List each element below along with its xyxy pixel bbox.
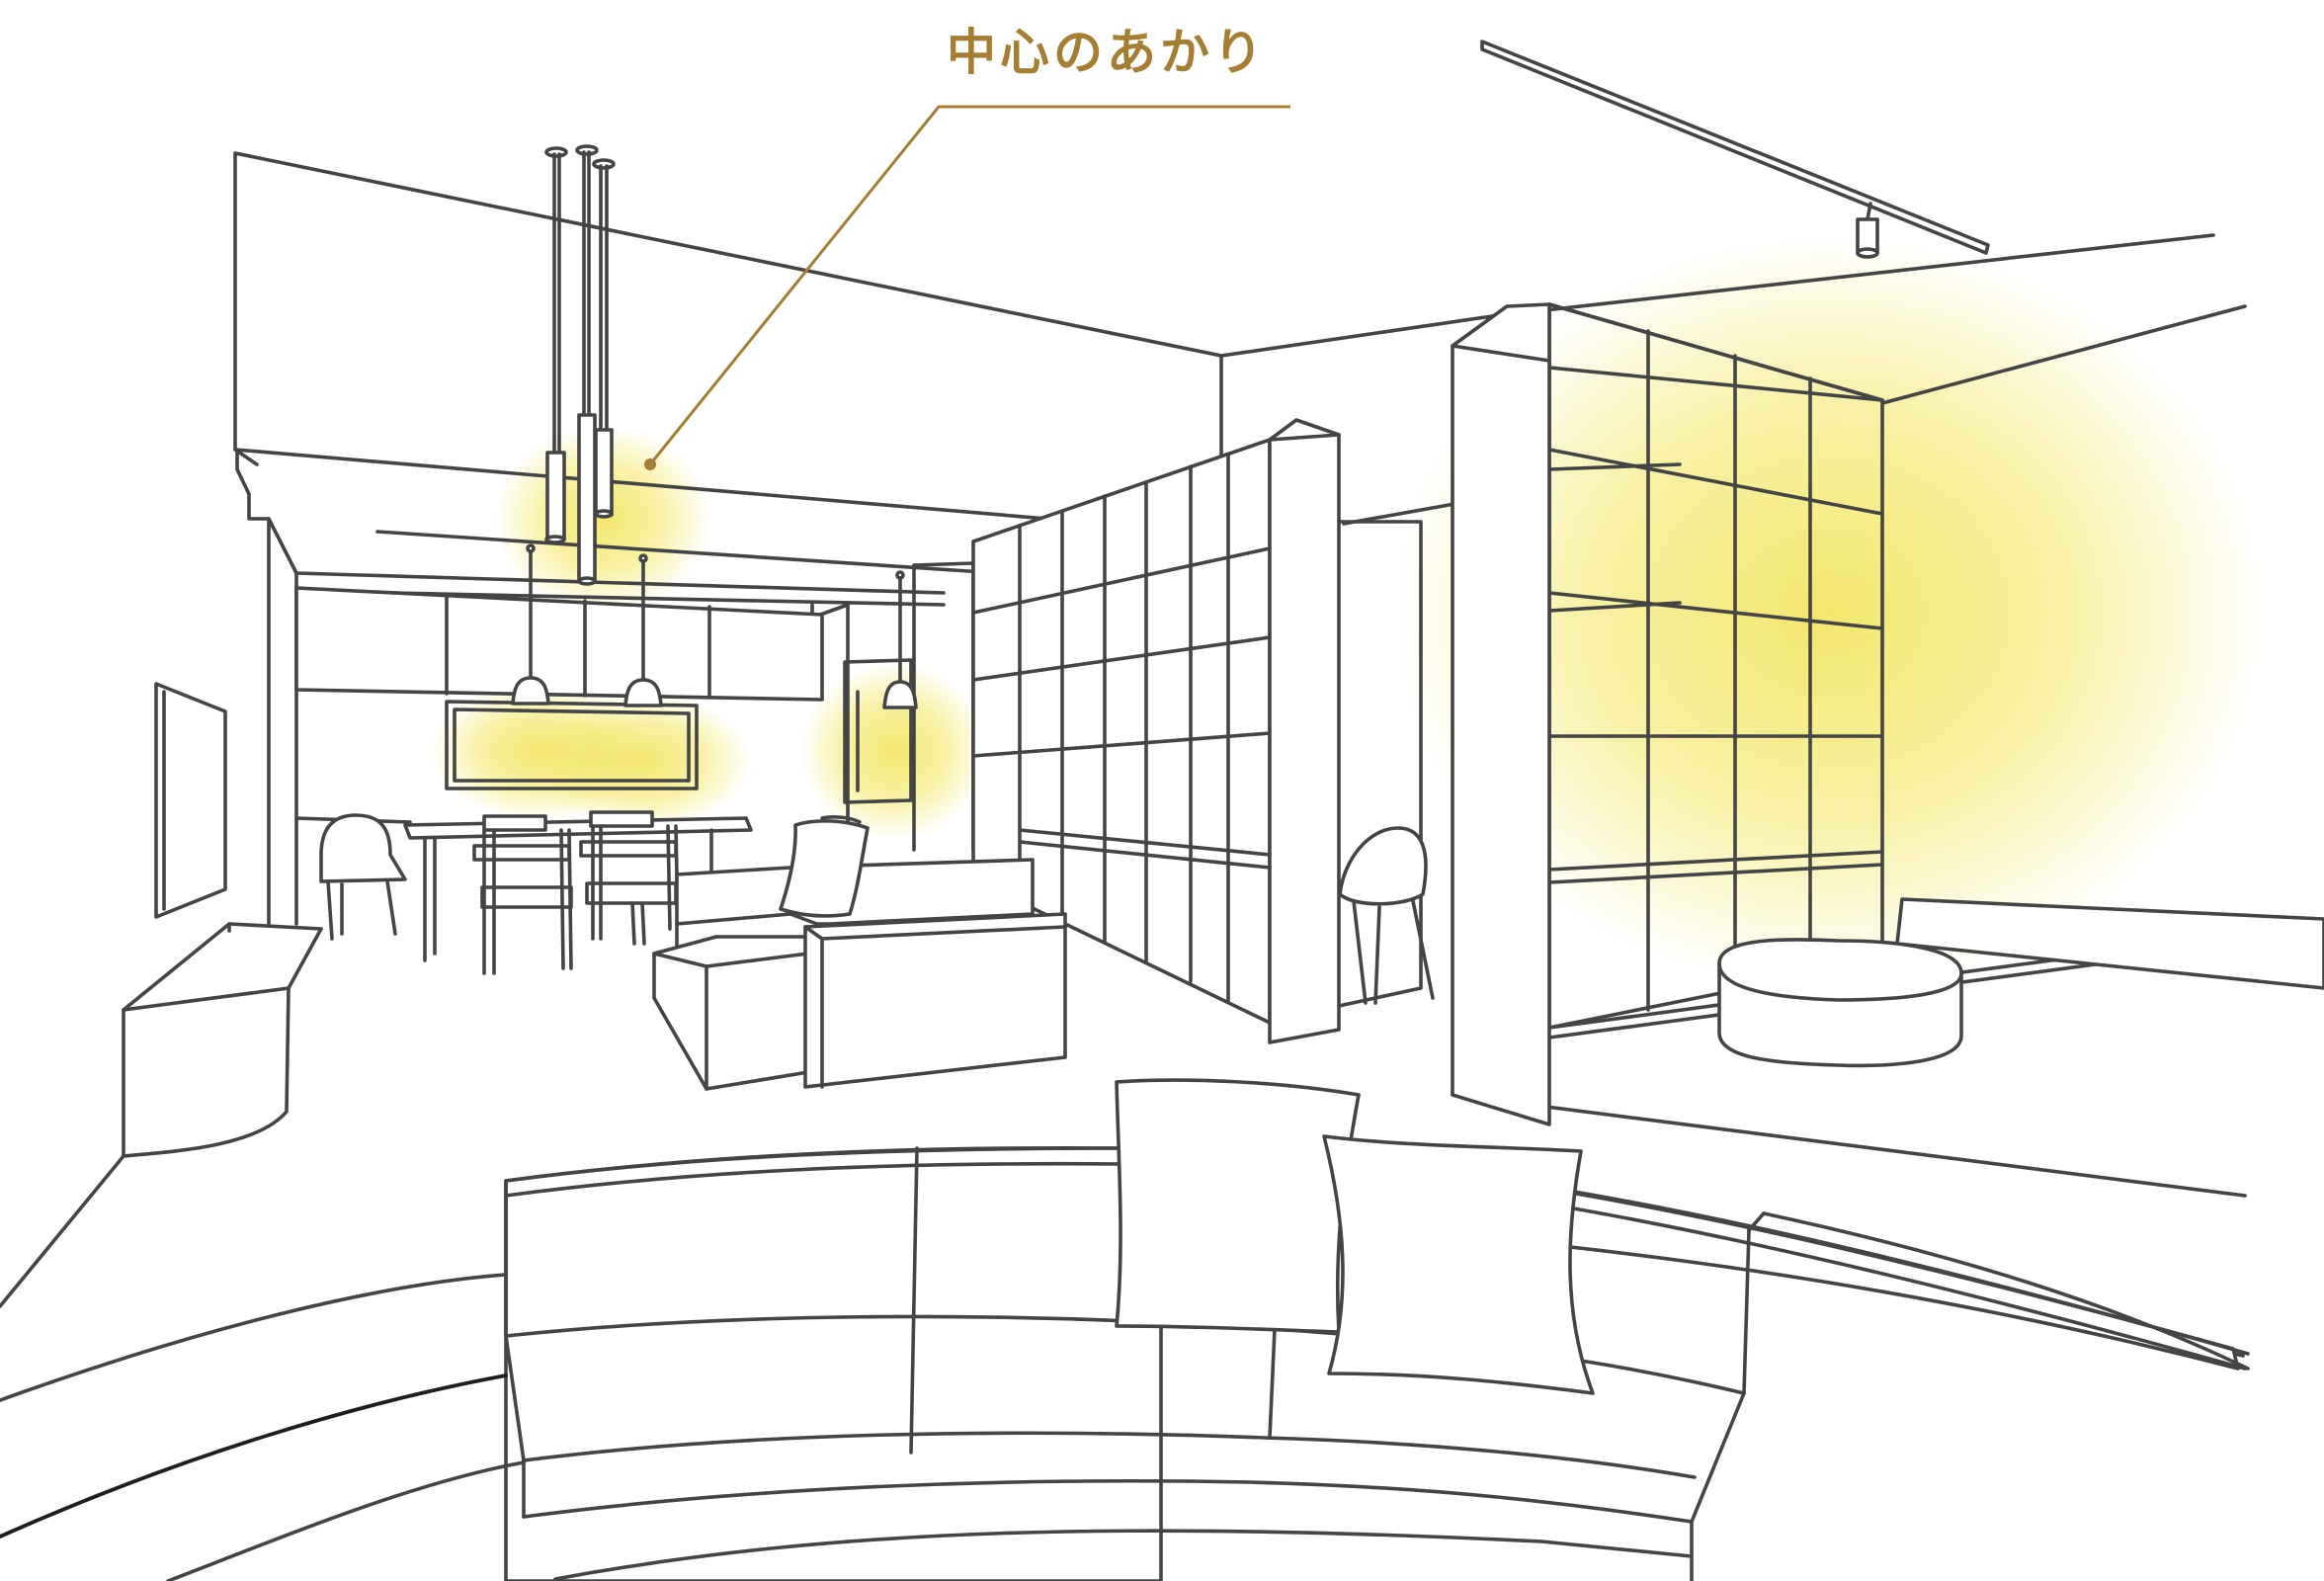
left-bench xyxy=(122,922,323,1158)
callout-leader-line xyxy=(648,105,1290,465)
spotlight-icon xyxy=(1856,202,1879,259)
pendant-light-cluster xyxy=(511,144,918,709)
track-rail-icon xyxy=(1480,40,1990,255)
pendant-light-icon xyxy=(544,146,568,158)
dining-set xyxy=(294,810,753,975)
wall-frame-artwork xyxy=(154,682,227,919)
callout-leader xyxy=(644,105,1290,470)
track-light xyxy=(1480,40,1990,259)
callout-label: 中心のあかり xyxy=(947,24,1267,81)
middle-sofa xyxy=(652,815,1067,1091)
window-bench xyxy=(1895,897,2324,990)
callout-leader-dot xyxy=(644,458,656,470)
upper-kitchen-cabinets xyxy=(294,586,913,804)
shelf-glow xyxy=(1393,237,2263,988)
middle-bookshelf xyxy=(971,418,1423,1044)
right-bookshelf xyxy=(1451,302,2324,1126)
bar-stool xyxy=(1338,826,1435,1005)
curved-sofa xyxy=(0,1078,2250,1581)
floor-pouf xyxy=(1717,938,1963,1068)
